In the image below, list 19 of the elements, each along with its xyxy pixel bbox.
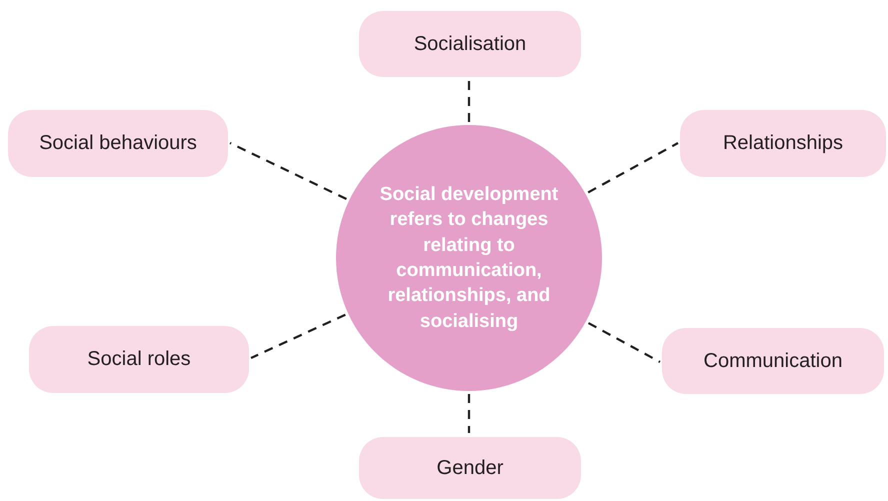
topic-box — [662, 328, 884, 394]
topic-label: Gender — [436, 456, 504, 480]
dashed-connector — [588, 322, 661, 363]
topic-box — [8, 110, 228, 177]
dashed-connector — [468, 394, 470, 433]
topic-box — [680, 110, 886, 177]
dashed-connector — [250, 314, 346, 359]
dashed-connector — [588, 142, 679, 194]
topic-box — [29, 326, 249, 393]
topic-label: Social roles — [87, 348, 191, 371]
definition-text: Social development refers to changes relating to communication, relationships, and socialising — [378, 183, 560, 334]
topic-box — [359, 437, 581, 499]
topic-label: Socialisation — [414, 32, 526, 56]
topic-label: Communication — [704, 350, 842, 372]
topic-label: Relationships — [722, 132, 844, 155]
topic-box — [359, 11, 581, 77]
topic-label: Social behaviours — [39, 132, 197, 155]
dashed-connector — [230, 142, 347, 200]
dashed-connector — [468, 80, 470, 122]
